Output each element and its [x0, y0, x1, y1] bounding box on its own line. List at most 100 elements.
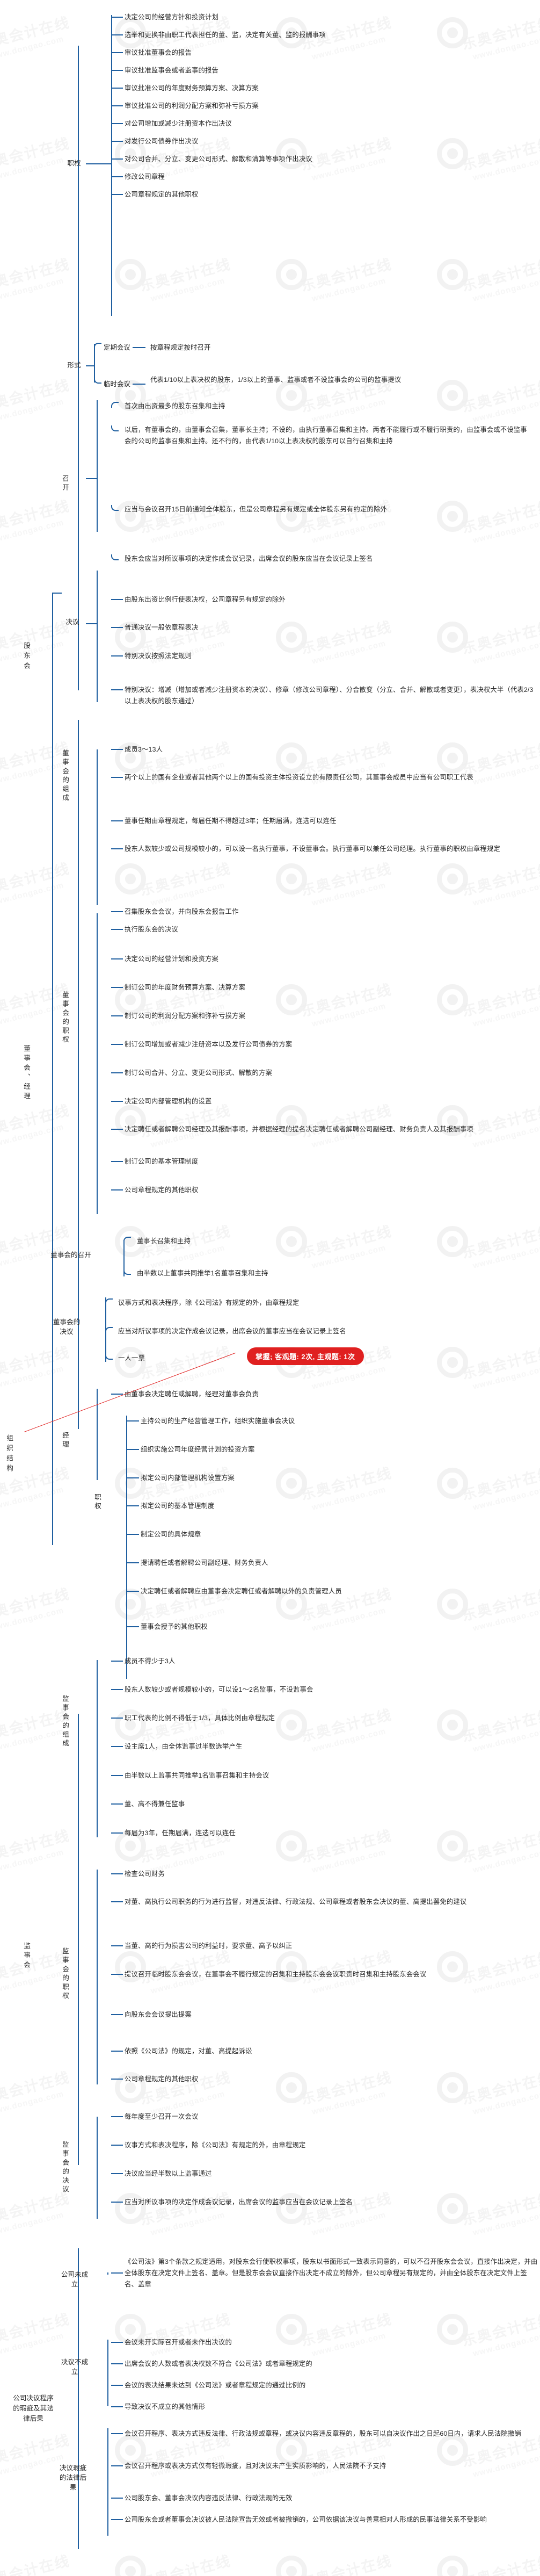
mindmap-leaf: 对公司合并、分立、变更公司形式、解散和清算等事项作出决议 [125, 155, 312, 163]
group-label-manager-powers: 职权 [93, 1493, 101, 1512]
branch-label-decision: 公司决议程序的瑕疵及其法律后果 [13, 2394, 54, 2422]
mindmap-leaf: 职工代表的比例不得低于1/3，具体比例由章程规定 [125, 1714, 275, 1722]
branch-connector [111, 2051, 123, 2052]
group-label-board-resolutions: 董事会的决议 [53, 1318, 81, 1336]
branch-connector [111, 402, 119, 408]
spine-sup-composition [97, 1660, 98, 1837]
spine-sh-forms [94, 344, 95, 383]
group-label-forms: 形式 [67, 362, 81, 369]
branch-connector [111, 123, 123, 124]
mindmap-leaf: 召集股东会会议，并向股东会报告工作 [125, 908, 239, 915]
group-label-not-established: 公司未成立 [61, 2271, 89, 2288]
watermark-logo-icon [115, 259, 146, 290]
branch-connector [111, 1901, 123, 1902]
mindmap-leaf: 设主席1人，由全体监事过半数选举产生 [125, 1743, 243, 1750]
group-label-legal-consequences: 决议瑕疵的法律后果 [59, 2464, 87, 2491]
mindmap-leaf: 《公司法》第3个条款之规定适用，对股东会行使职权事项，股东以书面形式一致表示同意… [125, 2258, 538, 2288]
branch-connector [111, 1718, 123, 1719]
mindmap-leaf: 每年度至少召开一次会议 [125, 2113, 199, 2120]
branch-connector [123, 1269, 131, 1275]
watermark-logo-icon [437, 2556, 468, 2576]
mindmap-leaf: 制订公司增加或者减少注册资本以及发行公司债券的方案 [125, 1041, 293, 1048]
mindmap-leaf: 每届为3年，任期届满，连选可以连任 [125, 1829, 236, 1837]
branch-connector [111, 2116, 123, 2117]
branch-connector [111, 141, 123, 142]
branch-connector [126, 1591, 139, 1592]
branch-connector [111, 777, 123, 778]
mindmap-leaf: 审议批准公司的年度财务预算方案、决算方案 [125, 84, 259, 92]
mindmap-leaf: 成员3～13人 [125, 746, 163, 753]
branch-connector [133, 347, 145, 348]
branch-connector [111, 1161, 123, 1162]
mindmap-leaf: 审议批准公司的利润分配方案和弥补亏损方案 [125, 102, 259, 110]
spine-manager [97, 1389, 98, 1480]
mindmap-leaf: 制定公司的具体规章 [141, 1531, 201, 1538]
branch-connector [111, 958, 123, 959]
group-label-sup-resolutions: 监事会的决议 [61, 2141, 69, 2195]
branch-connector [111, 2342, 123, 2343]
mindmap-leaf: 执行股东会的决议 [125, 926, 178, 933]
mindmap-leaf: 制订公司的利润分配方案和弥补亏损方案 [125, 1012, 245, 1020]
mindmap-leaf: 成员不得少于3人 [125, 1657, 176, 1665]
branch-connector [111, 105, 123, 106]
watermark-logo-icon [437, 2072, 468, 2103]
root-elbow-top [52, 593, 62, 594]
mindmap-leaf: 决定公司的经营方针和投资计划 [125, 13, 218, 21]
branch-connector [111, 158, 123, 160]
branch-connector [111, 848, 123, 849]
branch-connector [111, 2272, 123, 2274]
mindmap-leaf: 检查公司财务 [125, 1870, 165, 1878]
spine-manager-powers [126, 1416, 127, 1679]
branch-connector [111, 176, 123, 177]
mindmap-leaf: 决议应当经半数以上监事通过 [125, 2170, 212, 2177]
branch-connector [111, 425, 119, 431]
mindmap-leaf: 两个以上的国有企业或者其他两个以上的国有投资主体投资设立的有限责任公司，其董事会… [125, 774, 473, 781]
mindmap-leaf: 股东人数较少或公司规模较小的，可以设一名执行董事，不设董事会。执行董事可以兼任公… [125, 845, 500, 853]
mindmap-leaf: 审议批准监事会或者监事的报告 [125, 67, 218, 74]
mindmap-leaf: 拟定公司的基本管理制度 [141, 1502, 215, 1510]
mindmap-leaf: 会议的表决结果未达到《公司法》或者章程规定的通过比例的 [125, 2382, 306, 2389]
branch-connector [111, 1129, 123, 1130]
mindmap-leaf: 对董、高执行公司职务的行为进行监督，对违反法律、行政法规、公司章程或者股东会决议… [125, 1898, 467, 1906]
branch-connector [111, 2363, 123, 2364]
branch-connector [111, 627, 123, 628]
branch-connector [111, 929, 123, 930]
branch-connector [111, 554, 119, 560]
mindmap-leaf: 应当对所议事项的决定作成会议记录，出席会议的董事应当在会议记录上签名 [118, 1327, 346, 1335]
group-label-board-powers: 董事会的职权 [61, 991, 69, 1045]
branch-connector [126, 1534, 139, 1535]
watermark-logo-icon [115, 863, 146, 894]
mindmap-leaf: 公司股东会、董事会决议内容违反法律、行政法规的无效 [125, 2494, 293, 2502]
branch-connector [126, 1420, 139, 1422]
spine-not-established [107, 2272, 108, 2275]
branch-connector [111, 655, 123, 656]
watermark-logo-icon [276, 2556, 307, 2576]
branch-connector [111, 1775, 123, 1776]
branch-connector [94, 343, 101, 349]
watermark-logo-icon [437, 863, 468, 894]
mindmap-leaf: 股东人数较少或者规模较小的，可以设1～2名监事，不设监事会 [125, 1686, 313, 1693]
mindmap-leaf: 股东会应当对所议事项的决定作成会议记录，出席会议的股东应当在会议记录上签名 [125, 555, 373, 562]
study-tip-badge: 掌握; 客观题: 2次, 主观题: 1次 [247, 1347, 364, 1365]
branch-connector [111, 1101, 123, 1102]
branch-connector [111, 88, 123, 89]
spine-board-composition [97, 749, 98, 905]
connector-forms [86, 365, 94, 366]
branch-connector [111, 987, 123, 988]
mindmap-leaf: 选举和更换非由职工代表担任的董、监，决定有关董、监的报酬事项 [125, 31, 326, 39]
branch-connector [105, 1354, 113, 1360]
